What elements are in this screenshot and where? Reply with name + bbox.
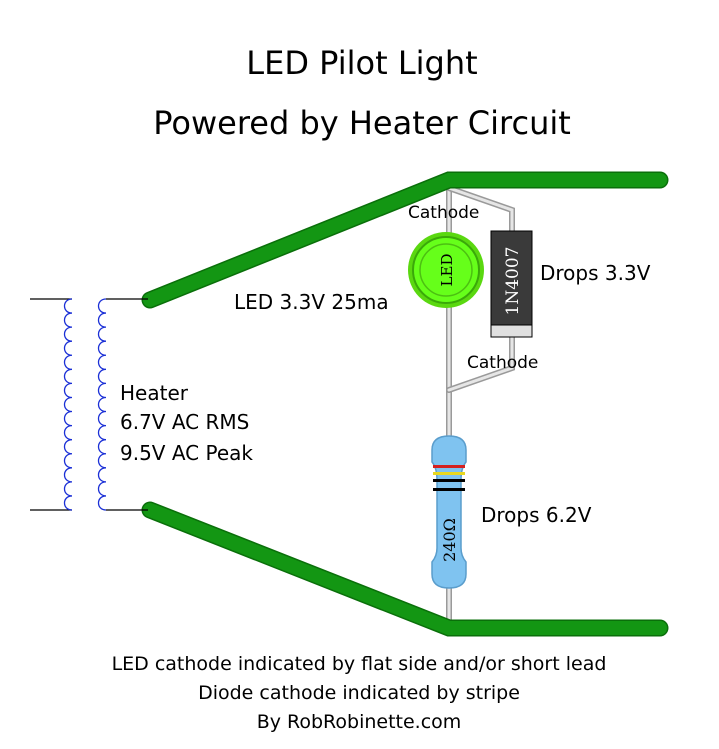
title-line-1: LED Pilot Light (246, 44, 477, 82)
resistor-body (431, 435, 467, 589)
led-text: LED (438, 254, 456, 287)
led-inner-ring (419, 243, 473, 297)
primary-coil (63, 298, 73, 511)
resistor-band-1 (433, 465, 465, 468)
resistor-band-2 (433, 472, 465, 475)
resistor-text: 240Ω (440, 518, 459, 562)
heater-rails (141, 171, 669, 637)
footer-line-3: By RobRobinette.com (257, 711, 462, 733)
led-cathode-label: Cathode (408, 203, 479, 223)
heater-peak-label: 9.5V AC Peak (120, 441, 253, 465)
resistor-band-3 (433, 479, 465, 482)
resistor-drop-label: Drops 6.2V (481, 503, 592, 527)
diode-drop-label: Drops 3.3V (540, 261, 651, 285)
diode-text: 1N4007 (503, 247, 523, 316)
secondary-coil (97, 298, 107, 511)
led: LED (408, 232, 484, 308)
footer-line-2: Diode cathode indicated by stripe (198, 682, 520, 704)
transformer (30, 298, 148, 511)
diode: 1N4007 (490, 230, 533, 338)
footer-line-1: LED cathode indicated by flat side and/o… (112, 653, 607, 675)
resistor: 240Ω (431, 435, 467, 589)
diode-cathode-label: Cathode (467, 353, 538, 373)
resistor-band-4 (433, 488, 465, 491)
diode-cathode-stripe (490, 324, 533, 338)
led-spec-label: LED 3.3V 25ma (234, 290, 389, 314)
heater-label: Heater (120, 381, 189, 405)
heater-rms-label: 6.7V AC RMS (120, 410, 249, 434)
led-body (412, 236, 480, 304)
title-line-2: Powered by Heater Circuit (153, 104, 571, 142)
